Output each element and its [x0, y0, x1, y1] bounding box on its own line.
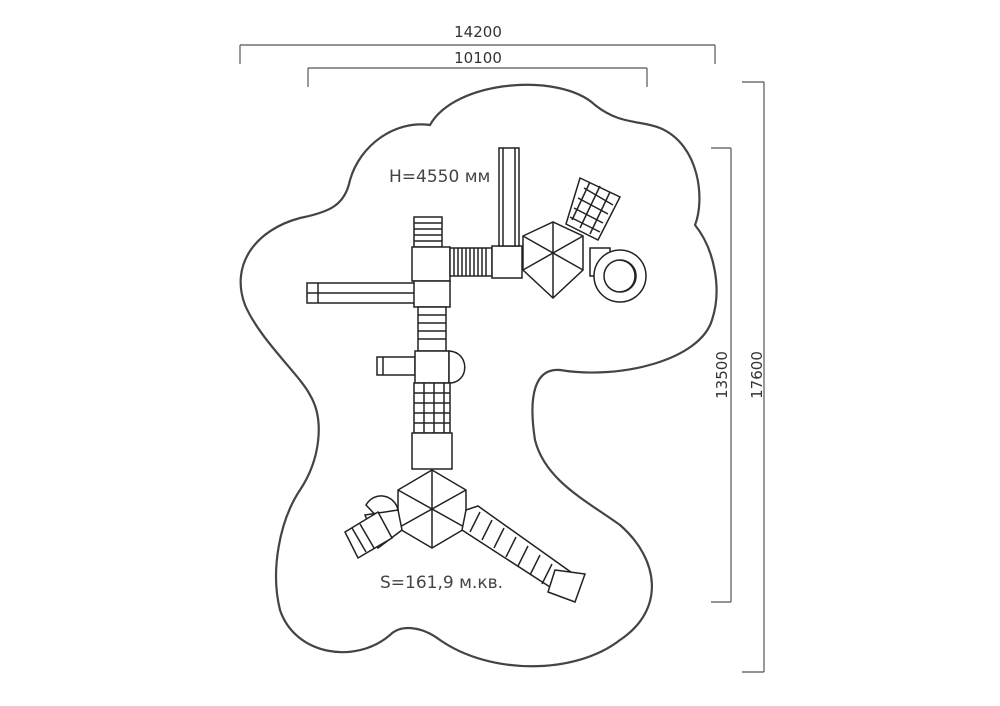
outer-width-label: 14200 — [454, 23, 502, 41]
climbing-net — [565, 176, 622, 242]
dimension-outer-width — [239, 44, 716, 64]
inner-height-label: 13500 — [713, 351, 731, 399]
upper-platform — [491, 245, 523, 279]
dimension-outer-height — [742, 81, 765, 673]
spiral-slide — [589, 247, 647, 303]
playground-equipment — [306, 147, 647, 603]
inner-width-label: 10100 — [454, 49, 502, 67]
dimension-inner-width — [307, 67, 648, 87]
left-horizontal-bridge — [306, 282, 416, 304]
outer-height-label: 17600 — [748, 351, 766, 399]
upper-hexagon-roof — [522, 221, 584, 300]
left-small-step — [376, 356, 416, 376]
middle-ladder — [417, 306, 447, 352]
lower-left-stairs — [344, 495, 403, 560]
lower-roof-dome — [448, 350, 466, 384]
top-straight-slide — [498, 147, 520, 247]
height-label: H=4550 мм — [389, 167, 490, 187]
lower-climbing-wall — [413, 382, 451, 434]
dimension-inner-height — [711, 147, 732, 603]
upper-bridge — [449, 247, 493, 277]
top-ladder — [413, 216, 443, 248]
tower-bottom — [411, 432, 453, 470]
tower-lower — [414, 350, 450, 384]
lower-hexagon-roof — [397, 469, 467, 549]
tower-upper — [411, 246, 451, 282]
area-label: S=161,9 м.кв. — [380, 573, 503, 593]
tower-middle — [413, 280, 451, 308]
tube-slide — [461, 505, 587, 603]
safety-zone-outline — [239, 83, 718, 668]
